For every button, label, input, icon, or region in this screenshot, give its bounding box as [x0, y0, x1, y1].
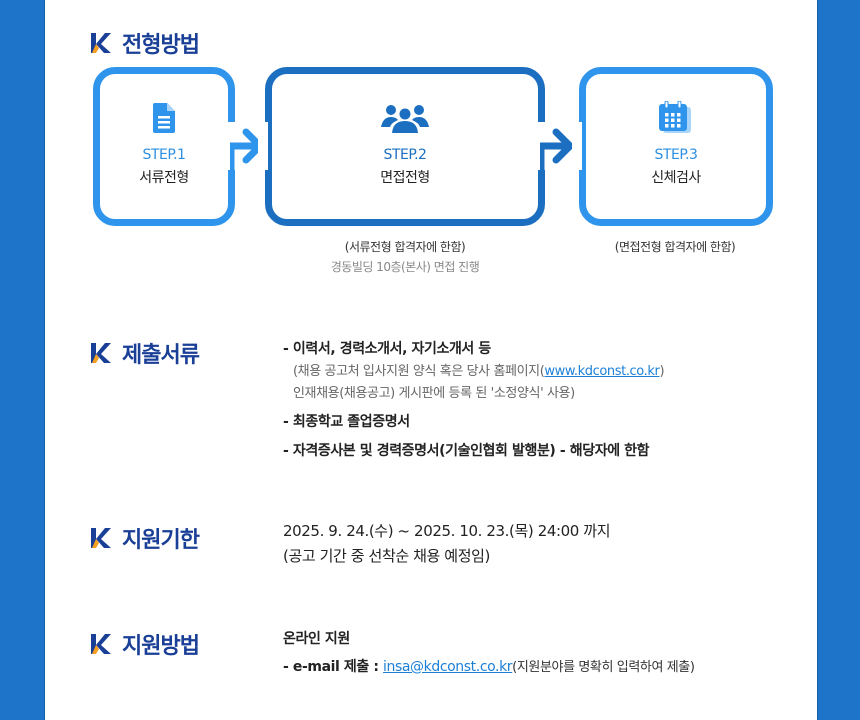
step-3-name: 신체검사	[651, 170, 701, 186]
step-2-note-line2: 경동빌딩 10층(본사) 면접 진행	[330, 260, 480, 274]
arrow-right-icon	[540, 128, 574, 174]
right-blue-border	[817, 0, 860, 720]
calendar-icon	[659, 99, 693, 137]
email-label: - e-mail 제출 :	[283, 659, 384, 675]
document-item-1-sub-line1: (채용 공고처 입사지원 양식 혹은 당사 홈페이지(www.kdconst.c…	[283, 361, 664, 383]
section-title-text: 전형방법	[122, 33, 200, 58]
deadline-note: (공고 기간 중 선착순 채용 예정임)	[283, 547, 490, 565]
step-3-box: STEP.3 신체검사	[579, 67, 773, 226]
apply-method-email-line: - e-mail 제출 : insa@kdconst.co.kr(지원분야를 명…	[283, 656, 695, 676]
k-logo-icon	[90, 32, 112, 54]
section-title-apply-method: 지원방법	[90, 628, 200, 660]
deadline-period: 2025. 9. 24.(수) ~ 2025. 10. 23.(목) 24:00…	[283, 522, 611, 540]
step-1-label: STEP.1	[142, 147, 186, 163]
document-item-2: - 최종학교 졸업증명서	[283, 414, 410, 430]
step-1-box: STEP.1 서류전형	[93, 67, 235, 226]
deadline-content: 2025. 9. 24.(수) ~ 2025. 10. 23.(목) 24:00…	[283, 520, 611, 566]
step-2-note: (서류전형 합격자에 한함) 경동빌딩 10층(본사) 면접 진행	[290, 238, 520, 275]
section-title-deadline: 지원기한	[90, 522, 200, 554]
step-3-note: (면접전형 합격자에 한함)	[580, 238, 770, 255]
apply-method-online: 온라인 지원	[283, 631, 350, 647]
step-3-label: STEP.3	[654, 147, 698, 163]
step-1-name: 서류전형	[139, 170, 189, 186]
step-3-note-line1: (면접전형 합격자에 한함)	[614, 240, 736, 254]
sub-text: (채용 공고처 입사지원 양식 혹은 당사 홈페이지(	[293, 364, 545, 379]
section-title-documents: 제출서류	[90, 337, 200, 369]
homepage-link[interactable]: www.kdconst.co.kr	[544, 364, 660, 379]
email-link[interactable]: insa@kdconst.co.kr	[383, 659, 513, 675]
group-people-icon	[381, 99, 429, 137]
step-2-box: STEP.2 면접전형	[265, 67, 545, 226]
document-item-1-sub-line2: 인재채용(채용공고) 게시판에 등록 된 '소정양식' 사용)	[293, 386, 575, 401]
left-blue-border	[0, 0, 45, 720]
documents-list: - 이력서, 경력소개서, 자기소개서 등 (채용 공고처 입사지원 양식 혹은…	[283, 338, 664, 460]
email-note: (지원분야를 명확히 입력하여 제출)	[512, 660, 695, 675]
document-item-1: - 이력서, 경력소개서, 자기소개서 등	[283, 341, 491, 357]
step-3-gap	[572, 122, 582, 170]
apply-method-content: 온라인 지원 - e-mail 제출 : insa@kdconst.co.kr(…	[283, 628, 695, 676]
sub-text: )	[659, 364, 665, 379]
step-2-label: STEP.2	[383, 147, 427, 163]
step-2-left-gap	[258, 122, 268, 170]
k-logo-icon	[90, 342, 112, 364]
section-title-text: 지원기한	[122, 528, 200, 553]
section-title-text: 지원방법	[122, 634, 200, 659]
k-logo-icon	[90, 633, 112, 655]
document-item-3: - 자격증사본 및 경력증명서(기술인협회 발행분) - 해당자에 한함	[283, 443, 650, 459]
section-title-text: 제출서류	[122, 343, 200, 368]
section-title-selection-process: 전형방법	[90, 27, 200, 59]
document-icon	[153, 99, 175, 137]
k-logo-icon	[90, 527, 112, 549]
step-2-note-line1: (서류전형 합격자에 한함)	[344, 240, 466, 254]
step-2-name: 면접전형	[380, 170, 430, 186]
